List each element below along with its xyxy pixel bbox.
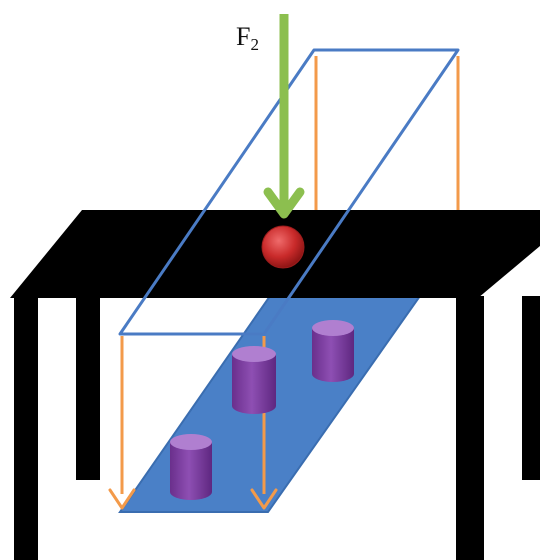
- force-subscript: 2: [250, 35, 259, 54]
- table-front-left-leg: [14, 296, 38, 560]
- table-front-right-leg: [456, 296, 484, 560]
- cylinder: [170, 434, 212, 500]
- cylinder: [232, 346, 276, 414]
- cylinder: [312, 320, 354, 382]
- table-back-right-leg: [522, 296, 540, 480]
- force-label: F2: [236, 22, 259, 54]
- tilted-frame: [118, 48, 460, 336]
- table-back-left-leg: [76, 296, 100, 480]
- projection-arrow-left: [108, 336, 136, 510]
- force-symbol: F: [236, 22, 251, 51]
- force-arrow: [263, 14, 305, 219]
- red-ball: [261, 225, 305, 269]
